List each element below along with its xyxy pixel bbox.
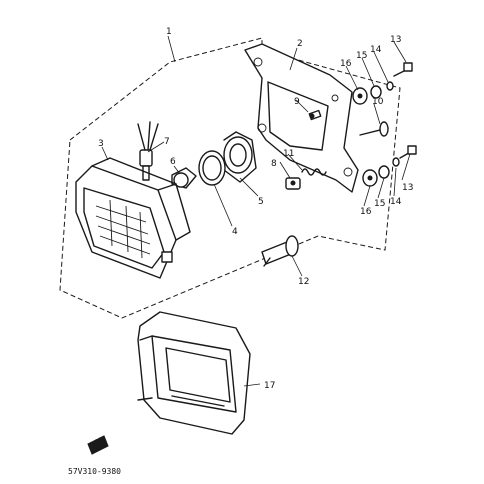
leader-lines bbox=[101, 35, 411, 387]
callout-6: 6 bbox=[170, 157, 176, 167]
diagram-code: 57V310-9380 bbox=[68, 467, 121, 476]
connector-symbol-icon bbox=[87, 435, 109, 455]
assembly-boundary bbox=[59, 37, 401, 319]
callout-15-upper: 15 bbox=[356, 51, 367, 61]
lower-hardware-set bbox=[362, 145, 417, 187]
part-9-screw bbox=[308, 109, 322, 121]
part-17-bezel bbox=[137, 311, 251, 435]
part-7-holder bbox=[137, 121, 159, 181]
callout-7: 7 bbox=[164, 137, 170, 147]
callout-5: 5 bbox=[258, 197, 264, 207]
callout-8: 8 bbox=[271, 159, 277, 169]
callout-15-lower: 15 bbox=[374, 199, 385, 209]
callout-12: 12 bbox=[298, 277, 309, 287]
part-11-spring bbox=[301, 168, 327, 176]
part-10-adjuster bbox=[359, 121, 389, 137]
part-2-bracket bbox=[244, 43, 359, 193]
callout-10: 10 bbox=[372, 97, 384, 107]
callout-1: 1 bbox=[166, 27, 172, 37]
callout-3: 3 bbox=[98, 139, 104, 149]
callout-16-lower: 16 bbox=[360, 207, 372, 217]
callout-11: 11 bbox=[283, 149, 294, 159]
part-6-bulb bbox=[171, 167, 197, 189]
callout-16-upper: 16 bbox=[340, 59, 352, 69]
callout-2: 2 bbox=[297, 39, 303, 49]
callout-17: 17 bbox=[264, 381, 275, 391]
part-8-nut bbox=[285, 177, 301, 190]
upper-hardware-set bbox=[352, 62, 413, 105]
part-5-socket bbox=[223, 131, 257, 183]
part-3-headlight-unit bbox=[75, 157, 191, 279]
part-12-bulb bbox=[261, 235, 299, 267]
callout-14-upper: 14 bbox=[370, 45, 382, 55]
callout-9: 9 bbox=[294, 97, 300, 107]
callout-4: 4 bbox=[232, 227, 238, 237]
callout-14-lower: 14 bbox=[390, 197, 402, 207]
callout-13-lower: 13 bbox=[402, 183, 413, 193]
callout-13-upper: 13 bbox=[390, 35, 401, 45]
part-4-ring bbox=[198, 150, 226, 186]
